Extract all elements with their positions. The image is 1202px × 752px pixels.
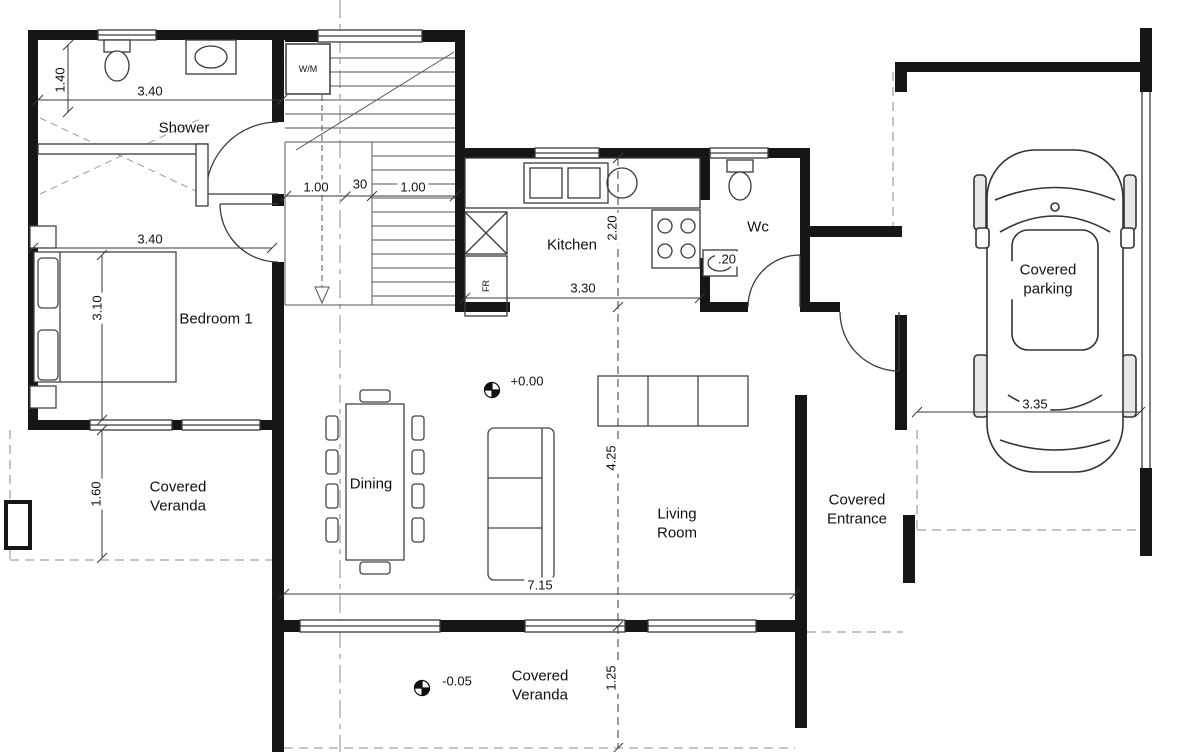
dim-stair-left: 1.00 bbox=[300, 179, 332, 195]
dim-kitchen-width: 3.30 bbox=[567, 280, 599, 296]
reference-dashed-lines bbox=[9, 0, 1141, 752]
stairs bbox=[284, 51, 455, 306]
dim-wc-offset: .20 bbox=[714, 251, 740, 267]
dim-stair-mid: 30 bbox=[349, 176, 371, 192]
sofa bbox=[487, 427, 555, 581]
room-label-parking: Covered parking bbox=[1011, 261, 1085, 299]
dim-bath-width: 3.40 bbox=[134, 83, 166, 99]
car-icon bbox=[973, 149, 1137, 473]
room-label-bedroom: Bedroom 1 bbox=[179, 310, 253, 328]
dimension-lines bbox=[27, 39, 1146, 752]
dim-kitchen-depth: 2.20 bbox=[604, 212, 620, 244]
room-label-veranda-bottom: Covered Veranda bbox=[502, 667, 578, 705]
toilet-bowl-icon bbox=[104, 50, 130, 82]
dim-stair-right: 1.00 bbox=[397, 179, 429, 195]
level-marker-veranda bbox=[413, 679, 431, 697]
washing-machine-label: W/M bbox=[297, 64, 319, 74]
windows bbox=[89, 29, 1151, 633]
dim-living-width: 7.15 bbox=[524, 577, 556, 593]
dim-living-depth: 4.25 bbox=[603, 442, 619, 474]
room-label-veranda-left: Covered Veranda bbox=[140, 478, 216, 516]
room-label-wc: Wc bbox=[747, 218, 769, 236]
level-markers bbox=[413, 381, 501, 697]
dining-table bbox=[325, 389, 425, 575]
furniture bbox=[29, 225, 749, 581]
corner-cabinet bbox=[464, 211, 508, 255]
stove-icon bbox=[651, 209, 701, 269]
level-label-main: +0.00 bbox=[507, 373, 547, 389]
dim-veranda-bottom-depth: 1.25 bbox=[603, 662, 619, 694]
tv-console bbox=[597, 375, 749, 427]
bathroom-fixtures bbox=[37, 39, 237, 207]
room-label-living: Living Room bbox=[650, 505, 704, 543]
toilet-icon bbox=[103, 39, 131, 53]
wc-toilet-tank bbox=[726, 159, 754, 173]
kitchen-counter bbox=[464, 157, 701, 209]
veranda-column bbox=[4, 500, 32, 550]
dim-bedroom-depth: 3.10 bbox=[89, 292, 105, 324]
room-label-kitchen: Kitchen bbox=[546, 236, 598, 254]
room-label-entrance: Covered Entrance bbox=[817, 491, 897, 529]
dim-veranda-left-depth: 1.60 bbox=[88, 478, 104, 510]
wc-toilet-icon bbox=[728, 171, 752, 201]
room-label-dining: Dining bbox=[349, 475, 393, 493]
dim-parking-width: 3.35 bbox=[1019, 396, 1051, 412]
level-label-veranda: -0.05 bbox=[439, 673, 475, 689]
dim-bedroom-width: 3.40 bbox=[134, 231, 166, 247]
kitchen-sink-icon bbox=[523, 162, 609, 204]
dim-bath-height: 1.40 bbox=[52, 64, 68, 96]
fridge-label: FR bbox=[481, 279, 491, 293]
kitchen-fixtures bbox=[464, 157, 701, 317]
round-sink-icon bbox=[606, 167, 638, 199]
bed bbox=[29, 225, 177, 409]
room-label-shower: Shower bbox=[158, 119, 210, 137]
shower-screen bbox=[37, 143, 207, 155]
level-marker-main bbox=[483, 381, 501, 399]
fridge-icon bbox=[464, 255, 508, 317]
